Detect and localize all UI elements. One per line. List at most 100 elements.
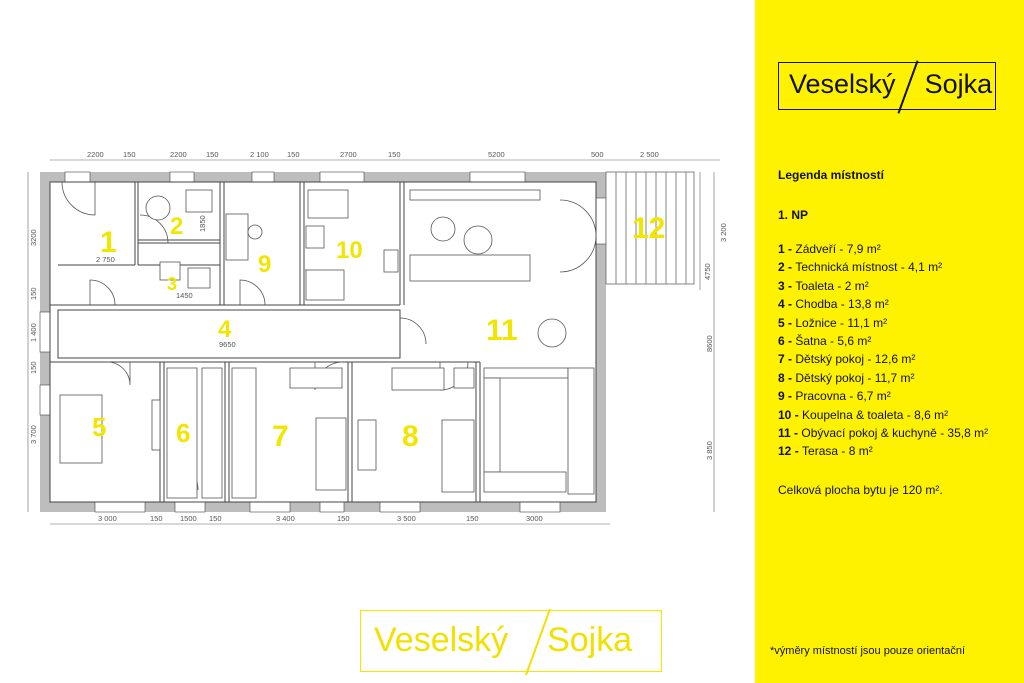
dim-inner-1: 2 750 <box>96 255 115 264</box>
dimension-lines <box>27 159 720 525</box>
legend-item: 10 - Koupelna & toaleta - 8,6 m² <box>778 408 948 422</box>
windows <box>39 171 607 513</box>
legend-item-separator: - <box>784 370 796 385</box>
dim-bottom-3: 1500 <box>180 514 197 523</box>
dim-inner-2: 1850 <box>198 215 207 232</box>
room-label-12: 12 <box>632 212 665 245</box>
legend-item-number: 1 <box>778 242 785 256</box>
dim-right-2: 4750 <box>703 263 712 280</box>
legend-item-separator: - <box>784 260 796 275</box>
dim-bottom-2: 150 <box>150 514 163 523</box>
legend-item-name: Toaleta - 2 m² <box>795 278 869 293</box>
dim-top-2: 150 <box>123 150 136 159</box>
dim-bottom-4: 150 <box>209 514 222 523</box>
legend-item-number: 2 <box>778 260 785 275</box>
room-label-5: 5 <box>92 412 106 442</box>
room-label-2: 2 <box>170 213 183 240</box>
legend-item-name: Terasa - 8 m² <box>802 444 873 459</box>
legend-total: Celková plocha bytu je 120 m². <box>778 483 943 497</box>
dim-bottom-9: 3000 <box>526 514 543 523</box>
legend-item: 1 - Zádveří - 7,9 m² <box>778 242 881 256</box>
legend-item-number: 9 <box>778 389 785 404</box>
dim-top-6: 150 <box>287 150 300 159</box>
dim-top-11: 2 500 <box>640 150 659 159</box>
room-label-3: 3 <box>167 274 177 294</box>
legend-item-name: Chodba - 13,8 m² <box>795 297 889 312</box>
legend-item-separator: - <box>790 426 802 440</box>
dim-bottom-1: 3 000 <box>98 514 117 523</box>
dimension-labels: 2200 150 2200 150 2 100 150 2700 150 520… <box>29 150 728 523</box>
dim-left-2: 150 <box>29 287 38 300</box>
dim-top-1: 2200 <box>87 150 104 159</box>
legend-item: 7 - Dětský pokoj - 12,6 m² <box>778 352 915 366</box>
dim-left-5: 3 700 <box>29 425 38 444</box>
legend-item: 5 - Ložnice - 11,1 m² <box>778 316 887 330</box>
legend-item-name: Ložnice - 11,1 m² <box>795 315 888 330</box>
legend-item-separator: - <box>784 334 796 348</box>
legend-item-separator: - <box>791 407 803 422</box>
dim-top-10: 500 <box>591 150 604 159</box>
legend-item-number: 10 <box>778 407 792 422</box>
legend-floor: 1. NP <box>778 208 809 222</box>
dim-left-3: 1 400 <box>29 323 38 342</box>
dim-bottom-8: 150 <box>466 514 479 523</box>
legend-item-number: 5 <box>778 315 785 330</box>
legend-panel <box>755 0 1024 683</box>
legend-heading: Legenda místností <box>778 168 885 182</box>
dim-left-1: 3200 <box>29 229 38 246</box>
legend-item-separator: - <box>791 444 803 459</box>
brand-name-first: Veselský <box>374 621 509 659</box>
dim-top-8: 150 <box>388 150 401 159</box>
legend-item-number: 6 <box>778 334 785 348</box>
legend-item-number: 8 <box>778 370 785 385</box>
legend-item-name: Dětský pokoj - 12,6 m² <box>795 352 916 367</box>
legend-item-name: Obývací pokoj & kuchyně - 35,8 m² <box>801 426 989 440</box>
legend-item-name: Zádveří - 7,9 m² <box>795 242 881 256</box>
legend-item: 12 - Terasa - 8 m² <box>778 444 873 458</box>
dim-right-4: 3 850 <box>705 441 714 460</box>
legend-item-number: 4 <box>778 297 785 312</box>
legend-item-name: Šatna - 5,6 m² <box>795 334 872 348</box>
legend-item-separator: - <box>784 315 796 330</box>
footnote: *výměry místností jsou pouze orientační <box>770 645 966 657</box>
room-label-1: 1 <box>100 226 117 259</box>
legend-item-name: Technická místnost - 4,1 m² <box>795 260 943 275</box>
floor-plan: 1 2 3 4 5 6 7 8 9 10 11 12 2200 150 2200… <box>27 150 728 525</box>
room-label-4: 4 <box>218 316 232 343</box>
legend-item-separator: - <box>784 242 796 256</box>
legend-item: 6 - Šatna - 5,6 m² <box>778 334 871 348</box>
legend-item: 4 - Chodba - 13,8 m² <box>778 297 889 311</box>
legend-item: 3 - Toaleta - 2 m² <box>778 279 869 293</box>
legend-item-number: 12 <box>778 444 792 459</box>
dim-top-9: 5200 <box>488 150 505 159</box>
legend-item: 11 - Obývací pokoj & kuchyně - 35,8 m² <box>778 426 988 440</box>
dim-inner-3: 1450 <box>176 291 193 300</box>
dim-bottom-7: 3 500 <box>397 514 416 523</box>
dim-right-1: 3 200 <box>719 223 728 242</box>
room-label-9: 9 <box>258 251 271 278</box>
legend-item: 9 - Pracovna - 6,7 m² <box>778 389 891 403</box>
terrace <box>605 171 695 285</box>
legend-item-separator: - <box>784 352 796 367</box>
room-label-6: 6 <box>176 418 190 448</box>
brand-logo-bottom: Veselský Sojka <box>360 608 662 676</box>
legend-item-name: Koupelna & toaleta - 8,6 m² <box>802 407 949 422</box>
room-label-8: 8 <box>402 420 419 453</box>
dim-left-4: 150 <box>29 361 38 374</box>
legend-item-separator: - <box>784 389 796 404</box>
legend-item: 2 - Technická místnost - 4,1 m² <box>778 260 942 274</box>
legend-item-separator: - <box>784 297 796 312</box>
furniture <box>59 189 595 499</box>
brand-name-first: Veselský <box>789 69 896 99</box>
dim-inner-4: 9650 <box>219 340 236 349</box>
room-label-11: 11 <box>486 314 518 347</box>
legend-item: 8 - Dětský pokoj - 11,7 m² <box>778 371 915 385</box>
dim-right-3: 8600 <box>705 335 714 352</box>
dim-top-4: 150 <box>206 150 219 159</box>
brand-name-second: Sojka <box>924 69 993 99</box>
legend-item-number: 3 <box>778 278 785 293</box>
brand-logo-top: Veselský Sojka <box>778 60 996 114</box>
room-label-7: 7 <box>272 420 289 453</box>
legend-item-number: 7 <box>778 352 785 367</box>
dim-top-7: 2700 <box>340 150 357 159</box>
